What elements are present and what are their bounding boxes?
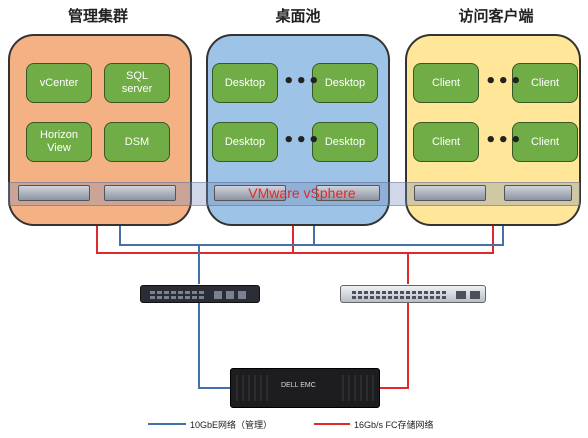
switch-icon — [340, 285, 486, 303]
server-icon — [504, 185, 572, 201]
client-ellipsis: ••• — [485, 130, 523, 151]
desktop-node: Desktop — [212, 122, 278, 162]
client-ellipsis: ••• — [485, 71, 523, 92]
client-node: Client — [413, 122, 479, 162]
legend-ethernet-label: 10GbE网络（管理） — [190, 420, 273, 430]
switch-icon — [140, 285, 260, 303]
vcenter-node: vCenter — [26, 63, 92, 103]
server-icon — [316, 185, 380, 201]
server-icon — [414, 185, 486, 201]
legend-fc-label: 16Gb/s FC存储网络 — [354, 420, 434, 430]
desktop-node: Desktop — [312, 122, 378, 162]
access-clients-title: 访问客户端 — [458, 7, 534, 25]
storage-brand-logo: DELL EMC — [281, 382, 316, 389]
dsm-node: DSM — [104, 122, 170, 162]
management-cluster-title: 管理集群 — [67, 7, 128, 25]
client-node: Client — [512, 63, 578, 103]
desktop-ellipsis: ••• — [283, 71, 321, 92]
horizon-view-node: Horizon View — [26, 122, 92, 162]
desktop-ellipsis: ••• — [283, 130, 321, 151]
vsphere-label: VMware vSphere — [248, 185, 356, 201]
server-icon — [104, 185, 176, 201]
ethernet-bus-line — [119, 226, 504, 246]
desktop-pool-title: 桌面池 — [275, 7, 321, 25]
storage-array-icon: DELL EMC — [230, 368, 380, 408]
fc-bus-line — [96, 226, 494, 254]
server-icon — [214, 185, 286, 201]
server-icon — [18, 185, 90, 201]
client-node: Client — [413, 63, 479, 103]
desktop-node: Desktop — [212, 63, 278, 103]
sql-server-node: SQL server — [104, 63, 170, 103]
fc-to-storage-line — [380, 302, 409, 389]
desktop-node: Desktop — [312, 63, 378, 103]
ethernet-to-storage-line — [198, 302, 230, 389]
client-node: Client — [512, 122, 578, 162]
